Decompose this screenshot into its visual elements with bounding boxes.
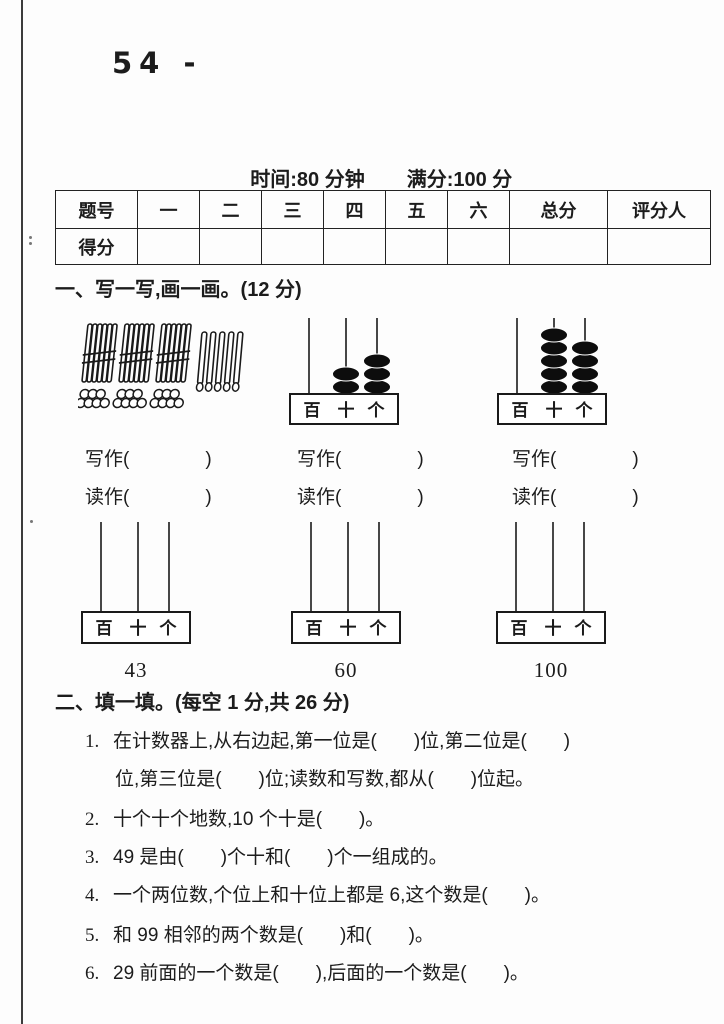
score-table: 题号 一 二 三 四 五 六 总分 评分人 得分: [55, 190, 711, 265]
score-cell-empty: [261, 228, 324, 265]
abacus-figure-54: 百 十 个: [496, 316, 610, 426]
score-cell-empty: [607, 228, 711, 265]
question-1-line-2: 位,第三位是( )位;读数和写数,都从( )位起。: [115, 769, 535, 790]
question-3: 3.49 是由( )个十和( )个一组成的。: [85, 847, 448, 868]
score-cell-empty: [137, 228, 200, 265]
section2-title: 二、填一填。(每空 1 分,共 26 分): [55, 692, 350, 714]
score-cell-empty: [323, 228, 386, 265]
svg-text:十: 十: [130, 618, 147, 638]
score-cell-empty: [199, 228, 262, 265]
svg-text:百: 百: [511, 619, 528, 638]
empty-counter-100: 百 十 个 100: [495, 520, 607, 683]
score-table-header-cell: 一: [137, 190, 200, 229]
scan-speck: [29, 242, 32, 245]
abacus-figure-23: 百 十 个: [288, 316, 402, 426]
time-limit-label: 时间:80 分钟: [250, 169, 365, 191]
score-cell-empty: [447, 228, 510, 265]
score-table-header-cell: 四: [323, 190, 386, 229]
score-row-label: 得分: [55, 228, 138, 265]
write-as-blank: 写作(): [85, 449, 212, 470]
target-number: 43: [124, 658, 148, 682]
svg-text:百: 百: [306, 619, 323, 638]
svg-text:十: 十: [545, 618, 562, 638]
write-as-blank: 写作(): [512, 449, 639, 470]
score-table-header-cell: 三: [261, 190, 324, 229]
question-5: 5.和 99 相邻的两个数是( )和( )。: [85, 925, 434, 946]
target-number: 60: [334, 658, 358, 682]
score-cell-empty: [509, 228, 608, 265]
sticks-figure: [78, 318, 246, 430]
ones-label: 个: [575, 400, 594, 420]
score-table-header-cell: 评分人: [607, 190, 711, 229]
question-1-line-1: 1.在计数器上,从右边起,第一位是( )位,第二位是( ): [85, 731, 571, 752]
question-2: 2.十个十个地数,10 个十是( )。: [85, 809, 385, 830]
section1-title: 一、写一写,画一画。(12 分): [55, 279, 302, 301]
score-table-header-cell: 题号: [55, 190, 138, 229]
svg-text:个: 个: [574, 618, 593, 638]
left-margin-rule: [21, 0, 23, 1024]
tens-label: 十: [546, 400, 563, 420]
ones-label: 个: [367, 400, 386, 420]
hundreds-label: 百: [304, 401, 321, 420]
full-score-label: 满分:100 分: [406, 169, 513, 191]
exam-header: 时间:80 分钟 满分:100 分: [228, 140, 512, 215]
score-table-header-cell: 总分: [509, 190, 608, 229]
score-table-header-cell: 二: [199, 190, 262, 229]
score-table-header-cell: 五: [385, 190, 448, 229]
read-as-blank: 读作(): [297, 487, 424, 508]
question-6: 6.29 前面的一个数是( ),后面的一个数是( )。: [85, 963, 529, 984]
scan-speck: [29, 236, 32, 239]
target-number: 100: [533, 658, 569, 682]
svg-text:个: 个: [159, 618, 178, 638]
svg-text:个: 个: [369, 618, 388, 638]
write-as-blank: 写作(): [297, 449, 424, 470]
score-cell-empty: [385, 228, 448, 265]
score-table-header-cell: 六: [447, 190, 510, 229]
tens-label: 十: [338, 400, 355, 420]
svg-text:十: 十: [340, 618, 357, 638]
read-as-blank: 读作(): [85, 487, 212, 508]
score-table-score-row: 得分: [55, 228, 711, 265]
svg-text:百: 百: [96, 619, 113, 638]
empty-counter-60: 百 十 个 60: [290, 520, 402, 683]
empty-counter-43: 百 十 个 43: [80, 520, 192, 683]
question-4: 4.一个两位数,个位上和十位上都是 6,这个数是( )。: [85, 885, 551, 906]
score-table-header-row: 题号 一 二 三 四 五 六 总分 评分人: [55, 190, 711, 229]
read-as-blank: 读作(): [512, 487, 639, 508]
hundreds-label: 百: [512, 401, 529, 420]
scan-speck: [30, 520, 33, 523]
page-number: 54 -: [112, 46, 203, 80]
